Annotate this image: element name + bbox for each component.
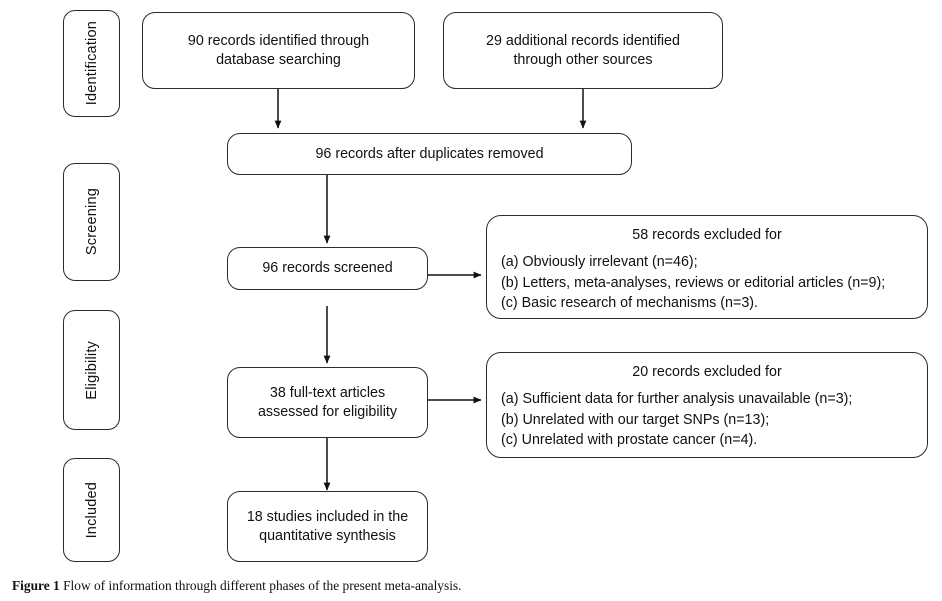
node-records-after-duplicates-removed: 96 records after duplicates removed <box>227 133 632 175</box>
phase-label-eligibility-text: Eligibility <box>83 340 100 400</box>
node-records-excluded-eligibility: 20 records excluded for (a) Sufficient d… <box>486 352 928 458</box>
phase-label-screening: Screening <box>63 163 120 281</box>
records-excluded-screening-reason-b: (b) Letters, meta-analyses, reviews or e… <box>501 274 886 291</box>
phase-label-screening-text: Screening <box>83 188 100 256</box>
phase-label-eligibility: Eligibility <box>63 310 120 430</box>
records-excluded-screening-title: 58 records excluded for <box>632 227 782 243</box>
records-excluded-eligibility-reason-b: (b) Unrelated with our target SNPs (n=13… <box>501 411 770 428</box>
phase-label-identification: Identification <box>63 10 120 117</box>
node-full-text-assessed-text: 38 full-text articles assessed for eligi… <box>257 384 398 420</box>
phase-label-identification-text: Identification <box>83 21 100 106</box>
node-records-screened: 96 records screened <box>227 247 428 290</box>
figure-caption: Figure 1 Flow of information through dif… <box>12 578 930 594</box>
node-records-identified-database-text: 90 records identified through database s… <box>187 32 370 68</box>
records-excluded-screening-reason-c: (c) Basic research of mechanisms (n=3). <box>501 294 759 311</box>
phase-label-included-text: Included <box>83 481 100 539</box>
node-records-screened-text: 96 records screened <box>262 260 393 277</box>
node-studies-included: 18 studies included in the quantitative … <box>227 491 428 562</box>
figure-caption-text: Flow of information through different ph… <box>63 578 462 593</box>
phase-label-included: Included <box>63 458 120 562</box>
node-records-after-duplicates-removed-text: 96 records after duplicates removed <box>315 145 544 162</box>
records-excluded-eligibility-reason-a: (a) Sufficient data for further analysis… <box>501 391 853 408</box>
records-excluded-eligibility-reason-c: (c) Unrelated with prostate cancer (n=4)… <box>501 431 758 448</box>
node-studies-included-text: 18 studies included in the quantitative … <box>246 508 409 544</box>
node-records-excluded-screening: 58 records excluded for (a) Obviously ir… <box>486 215 928 319</box>
node-records-identified-database: 90 records identified through database s… <box>142 12 415 89</box>
node-additional-records-other-sources: 29 additional records identified through… <box>443 12 723 89</box>
records-excluded-screening-reason-a: (a) Obviously irrelevant (n=46); <box>501 254 698 271</box>
figure-caption-label: Figure 1 <box>12 578 60 593</box>
node-full-text-assessed: 38 full-text articles assessed for eligi… <box>227 367 428 438</box>
node-additional-records-other-sources-text: 29 additional records identified through… <box>486 32 680 68</box>
records-excluded-eligibility-title: 20 records excluded for <box>632 364 782 380</box>
